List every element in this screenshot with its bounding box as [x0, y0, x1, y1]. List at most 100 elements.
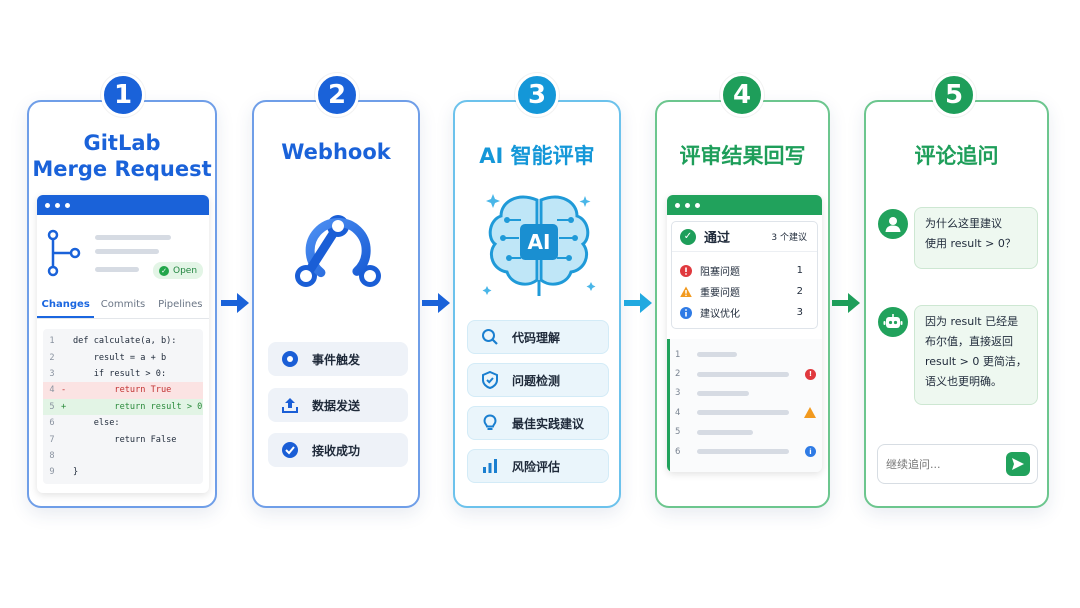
step-5-title: 评论追问: [914, 144, 999, 168]
step-1-title-line1: GitLab: [83, 131, 161, 155]
ai-capability-label: 代码理解: [512, 330, 561, 345]
annotated-line: 2!: [675, 364, 816, 383]
step-4-badge: 4: [720, 73, 764, 117]
ai-capability-detect: 问题检测: [467, 363, 609, 397]
bot-answer-bubble: 因为 result 已经是 布尔值，直接返回 result > 0 更简洁， 语…: [914, 305, 1038, 405]
annotated-line: 3: [675, 384, 816, 403]
code-line: 3 if result > 0:: [43, 366, 203, 382]
line-number: 6: [49, 418, 55, 429]
code-text: else:: [73, 418, 120, 429]
code-text: }: [73, 467, 79, 478]
line-number: 8: [49, 450, 55, 461]
check-circle-icon: [280, 440, 300, 460]
line-number: 9: [49, 467, 55, 478]
line-number: 4: [675, 407, 681, 418]
placeholder-line: [95, 249, 159, 254]
step-1-card: GitLab Merge Request ✓ Open Changes Comm…: [27, 100, 217, 508]
code-line: 8: [43, 448, 203, 464]
line-number: 5: [675, 427, 681, 438]
step-3-title: AI 智能评审: [479, 144, 595, 168]
followup-input-box: [877, 444, 1038, 484]
issue-label: 建议优化: [700, 309, 740, 320]
issue-row-suggestion: 建议优化 3: [680, 302, 817, 323]
error-icon: !: [805, 368, 816, 380]
question-line: 为什么这里建议: [925, 217, 1002, 230]
webhook-step-send: 数据发送: [268, 388, 408, 422]
flow-arrow: [422, 293, 450, 313]
step-1-title: GitLab Merge Request: [29, 130, 215, 182]
issue-count: 3: [796, 307, 803, 318]
user-icon: [885, 217, 901, 232]
issue-count: 2: [796, 286, 803, 297]
placeholder-line: [697, 390, 749, 396]
line-number: 6: [675, 446, 681, 457]
ai-chip-label: AI: [527, 230, 551, 254]
code-text: return False: [73, 434, 177, 445]
issue-count: 1: [796, 265, 803, 276]
step-4-card: 评审结果回写 ✓ 通过 3 个建议 阻塞问题 1 重要问题 2: [655, 100, 830, 508]
placeholder-line: [95, 235, 171, 240]
issue-label: 阻塞问题: [700, 267, 740, 278]
ai-capability-risk: 风险评估: [467, 449, 609, 483]
placeholder-line: [697, 371, 789, 377]
tab-commits[interactable]: Commits: [100, 299, 146, 310]
webhook-step-label: 接收成功: [312, 443, 361, 458]
info-icon: i: [805, 446, 816, 458]
line-number: 1: [49, 336, 55, 347]
code-text: if result > 0:: [73, 368, 167, 379]
shield-check-icon: [480, 370, 500, 390]
review-summary: ✓ 通过 3 个建议 阻塞问题 1 重要问题 2 建议优化 3: [671, 221, 818, 329]
send-button[interactable]: [1006, 452, 1030, 476]
line-number: 2: [675, 369, 681, 380]
mr-tabs: Changes Commits Pipelines: [37, 299, 209, 319]
ai-capability-label: 最佳实践建议: [512, 416, 585, 431]
issue-row-important: 重要问题 2: [680, 281, 817, 302]
status-badge: ✓ Open: [153, 262, 204, 279]
webhook-icon: [295, 215, 381, 287]
bot-avatar: [878, 307, 908, 337]
warning-icon: [680, 286, 692, 298]
diff-marker: -: [61, 385, 67, 396]
line-number: 5: [49, 401, 55, 412]
answer-line: 语义也更明确。: [925, 375, 1002, 388]
tab-changes[interactable]: Changes: [37, 299, 95, 318]
webhook-step-label: 事件触发: [312, 352, 361, 367]
line-number: 1: [675, 349, 681, 360]
placeholder-line: [697, 429, 753, 435]
webhook-step-label: 数据发送: [312, 398, 361, 413]
code-text: return result > 0: [73, 401, 203, 412]
upload-icon: [280, 395, 300, 415]
annotated-line: 1: [675, 345, 816, 364]
followup-input[interactable]: [886, 454, 1001, 474]
bar-chart-icon: [480, 456, 500, 476]
line-number: 3: [675, 388, 681, 399]
tab-pipelines[interactable]: Pipelines: [158, 299, 203, 310]
check-circle-icon: ✓: [680, 228, 696, 245]
issue-row-blocking: 阻塞问题 1: [680, 260, 817, 281]
step-2-title: Webhook: [281, 140, 391, 164]
placeholder-line: [697, 449, 789, 455]
suggestion-count: 3 个建议: [771, 233, 807, 243]
line-number: 3: [49, 368, 55, 379]
webhook-step-received: 接收成功: [268, 433, 408, 467]
user-avatar: [878, 209, 908, 239]
step-1-badge: 1: [101, 73, 145, 117]
ai-brain-icon: [482, 194, 596, 296]
code-line: 2 result = a + b: [43, 349, 203, 365]
annotated-line: 4: [675, 403, 816, 422]
line-number: 7: [49, 434, 55, 445]
lightbulb-icon: [480, 413, 500, 433]
step-4-title: 评审结果回写: [679, 144, 806, 168]
search-icon: [480, 327, 500, 347]
code-line: 4- return True: [43, 382, 203, 399]
step-5-card: 评论追问 为什么这里建议 使用 result > 0？ 因为 result 已经…: [864, 100, 1049, 508]
code-line: 5+ return result > 0: [43, 398, 203, 415]
step-2-badge: 2: [315, 73, 359, 117]
ai-capability-label: 风险评估: [512, 459, 561, 474]
code-text: return True: [73, 385, 172, 396]
